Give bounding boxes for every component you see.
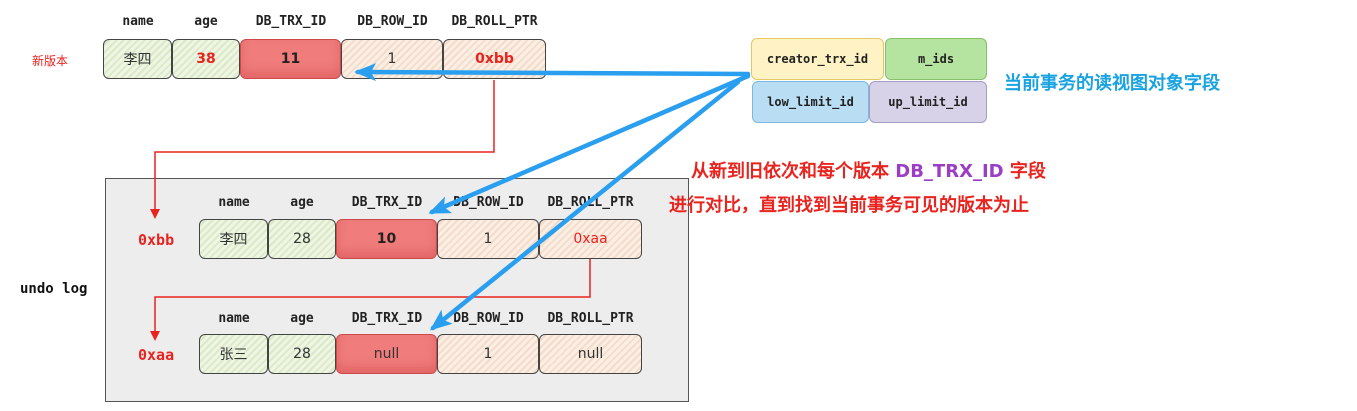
read-view-m-ids: m_ids [885,38,987,80]
header-db-roll-ptr: DB_ROLL_PTR [451,14,538,29]
undo-row-2-row-cell: 1 [437,334,539,374]
explanation-highlight: DB_TRX_ID [895,161,1004,182]
explanation-line-1-prefix: 从新到旧依次和每个版本 [691,161,896,182]
header-age: age [290,311,314,326]
undo-row-1-roll-cell: 0xaa [539,219,642,259]
undo-row-2-roll-cell: null [539,334,642,374]
undo-row-1-name-cell: 李四 [199,219,268,259]
new-version-row-cell: 1 [341,39,443,79]
header-db-row-id: DB_ROW_ID [357,14,428,29]
header-db-row-id: DB_ROW_ID [453,311,524,326]
header-db-roll-ptr: DB_ROLL_PTR [547,311,634,326]
explanation-line-1-suffix: 字段 [1003,161,1046,182]
new-version-trx-cell: 11 [240,39,341,79]
header-db-trx-id: DB_TRX_ID [351,311,423,326]
header-db-roll-ptr: DB_ROLL_PTR [547,195,634,210]
header-db-trx-id: DB_TRX_ID [255,14,327,29]
header-db-row-id: DB_ROW_ID [453,195,524,210]
undo-row-1-address: 0xbb [138,231,175,249]
new-version-roll-cell: 0xbb [443,39,546,79]
undo-log-label: undo log [20,281,88,297]
new-version-name-cell: 李四 [103,39,172,79]
new-version-age-cell: 38 [172,39,240,79]
read-view-caption: 当前事务的读视图对象字段 [1004,73,1220,94]
undo-row-1-age-cell: 28 [268,219,336,259]
undo-row-1-row-cell: 1 [437,219,539,259]
undo-row-2-age-cell: 28 [268,334,336,374]
undo-row-2-address: 0xaa [138,346,175,364]
header-age: age [194,14,218,29]
header-age: age [290,195,314,210]
explanation-line-2: 进行对比，直到找到当前事务可见的版本为止 [669,195,1029,216]
read-view-low-limit-id: low_limit_id [752,81,869,123]
undo-row-1-trx-cell: 10 [336,219,437,259]
undo-row-2-name-cell: 张三 [199,334,268,374]
header-name: name [218,195,250,210]
read-view-creator-trx-id: creator_trx_id [751,38,884,80]
read-view-up-limit-id: up_limit_id [869,81,987,123]
header-db-trx-id: DB_TRX_ID [351,195,423,210]
new-version-label: 新版本 [32,54,69,68]
header-name: name [122,14,154,29]
explanation-line-1: 从新到旧依次和每个版本 DB_TRX_ID 字段 [691,157,1046,183]
header-name: name [218,311,250,326]
undo-row-2-trx-cell: null [336,334,437,374]
